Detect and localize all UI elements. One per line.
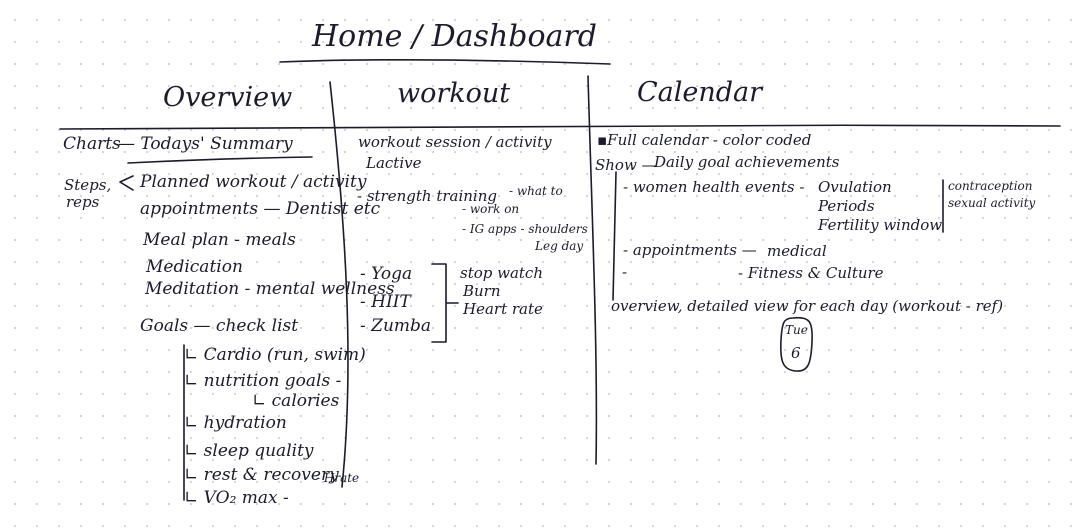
workout-heading: workout: [397, 78, 511, 109]
calendar-appointments: - appointments —: [623, 241, 757, 259]
header-rule: [59, 124, 1061, 130]
calendar-overview: overview, detailed view for each day (wo…: [611, 297, 1004, 315]
activity-hiit: - HIIT: [360, 292, 411, 312]
appt-fitness: - Fitness & Culture: [738, 264, 884, 282]
goal-nutrition: ∟ nutrition goals -: [184, 371, 342, 391]
appt-medical: medical: [767, 242, 827, 260]
page-title: Home / Dashboard: [312, 19, 597, 54]
overview-item-meal-plan: Meal plan - meals: [143, 230, 296, 250]
activity-zumba: - Zumba: [360, 316, 432, 336]
day-badge-outline: [779, 316, 813, 372]
overview-item-medication: Medication: [146, 257, 243, 277]
charts-label: Charts: [63, 134, 121, 154]
tool-heart-rate: Heart rate: [463, 300, 543, 318]
todays-summary: — Todays' Summary: [118, 134, 293, 154]
overview-item-meditation: Meditation - mental wellness: [145, 279, 395, 299]
activity-yoga: - Yoga: [360, 264, 413, 284]
goal-sleep: ∟ sleep quality: [184, 441, 314, 461]
goal-calories-text: calories: [271, 391, 340, 411]
summary-underline: [127, 156, 313, 164]
calendar-full-text: Full calendar - color coded: [607, 131, 812, 149]
women-fertility: Fertility window: [818, 216, 943, 234]
strength-training: - strength training: [357, 187, 497, 205]
column-divider-2: [587, 75, 598, 465]
steps-bracket: [119, 175, 134, 191]
workout-session: workout session / activity: [358, 133, 552, 151]
goal-vo2-text: VO₂ max -: [203, 488, 289, 508]
women-contraception: contraception: [948, 179, 1033, 193]
strength-leg-day: Leg day: [535, 239, 584, 253]
title-underline: [279, 59, 611, 65]
calendar-daily-goals: Daily goal achievements: [654, 153, 840, 171]
goal-nutrition-text: nutrition goals -: [203, 371, 342, 391]
calendar-women-health: - women health events -: [623, 178, 805, 196]
goal-hydration: ∟ hydration: [184, 413, 287, 433]
strength-what-to: - what to: [509, 184, 563, 198]
goal-cardio: ∟ Cardio (run, swim): [184, 345, 366, 365]
todays-summary-text: Todays' Summary: [140, 134, 293, 154]
overview-item-appointments: appointments — Dentist etc: [140, 199, 381, 219]
women-ovulation: Ovulation: [818, 178, 892, 196]
goal-sleep-text: sleep quality: [203, 441, 314, 461]
day-badge-name: Tue: [785, 323, 808, 337]
overview-item-workout: Planned workout / activity: [140, 172, 367, 192]
goal-hydration-text: hydration: [203, 413, 287, 433]
column-divider-1: [329, 81, 349, 488]
women-sexual-activity: sexual activity: [948, 196, 1036, 210]
women-periods: Periods: [818, 197, 875, 215]
calendar-dash: -: [622, 263, 628, 281]
workout-active: Lactive: [366, 154, 422, 172]
goal-rest-hrate: - Hrate: [316, 471, 360, 485]
goal-rest-text: rest & recovery: [203, 465, 339, 485]
steps-label: Steps,: [64, 176, 112, 194]
goal-rest: ∟ rest & recovery: [184, 465, 339, 485]
calendar-vline: [612, 171, 617, 301]
tool-burn: Burn: [463, 282, 501, 300]
strength-work-on: - work on: [462, 202, 520, 216]
tool-stopwatch: stop watch: [460, 264, 543, 282]
strength-apps: - IG apps - shoulders: [462, 222, 588, 236]
calendar-heading: Calendar: [637, 77, 763, 108]
goal-vo2: ∟ VO₂ max -: [184, 488, 289, 508]
goal-calories: ∟ calories: [252, 391, 340, 411]
overview-heading: Overview: [163, 82, 293, 113]
goals-label: Goals — check list: [140, 316, 299, 336]
goal-cardio-text: Cardio (run, swim): [203, 345, 366, 365]
reps-label: reps: [66, 193, 100, 211]
calendar-full: ▪Full calendar - color coded: [597, 131, 812, 149]
workout-bracket: [431, 263, 459, 343]
day-badge-number: 6: [791, 344, 801, 362]
calendar-show: Show —: [595, 156, 657, 174]
